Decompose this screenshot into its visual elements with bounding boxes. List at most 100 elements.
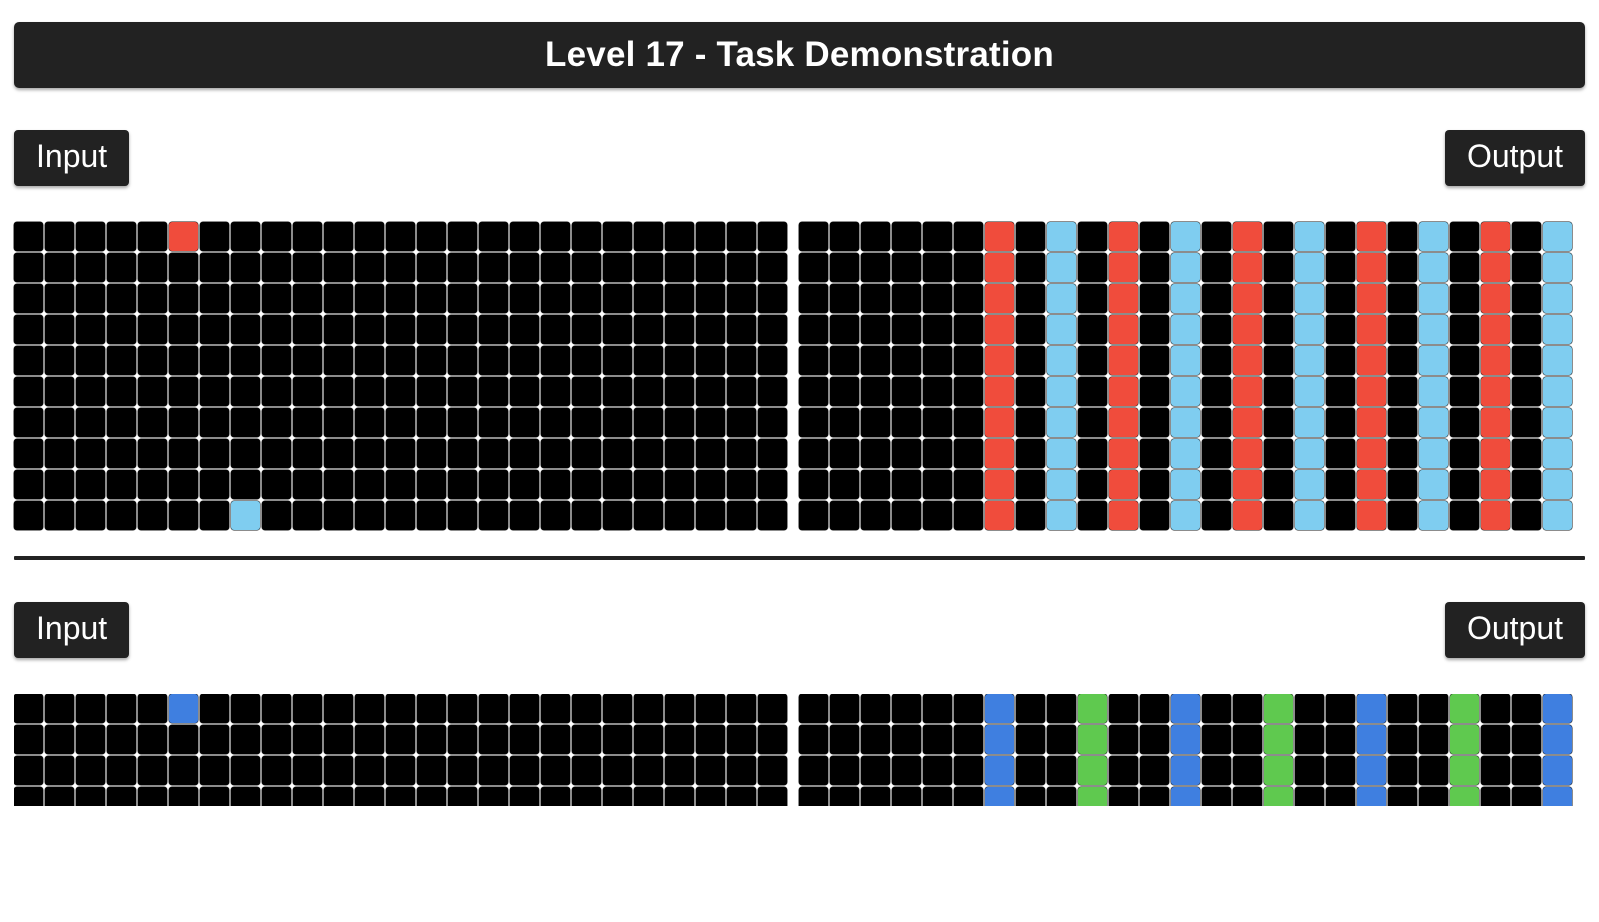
input-grid-1-cell[interactable]: [541, 222, 570, 251]
output-grid-2-cell[interactable]: [1450, 694, 1479, 723]
input-grid-1-cell[interactable]: [355, 222, 384, 251]
input-grid-1-cell[interactable]: [665, 470, 694, 499]
input-grid-1-cell[interactable]: [417, 470, 446, 499]
output-grid-1-cell[interactable]: [892, 346, 921, 375]
input-grid-1-cell[interactable]: [510, 253, 539, 282]
input-grid-1-cell[interactable]: [324, 284, 353, 313]
input-grid-1-cell[interactable]: [169, 222, 198, 251]
output-grid-1-cell[interactable]: [892, 408, 921, 437]
input-grid-1-cell[interactable]: [107, 315, 136, 344]
output-grid-2-cell[interactable]: [1326, 756, 1355, 785]
output-grid-1-cell[interactable]: [1326, 408, 1355, 437]
input-grid-1-cell[interactable]: [231, 501, 260, 530]
output-grid-2-cell[interactable]: [892, 756, 921, 785]
input-grid-1-cell[interactable]: [417, 253, 446, 282]
output-grid-2-cell[interactable]: [1140, 787, 1169, 806]
input-grid-2-cell[interactable]: [386, 694, 415, 723]
input-grid-2-cell[interactable]: [479, 694, 508, 723]
output-grid-1-cell[interactable]: [1233, 346, 1262, 375]
output-grid-1-cell[interactable]: [1357, 253, 1386, 282]
input-grid-1-cell[interactable]: [541, 284, 570, 313]
input-grid-1-cell[interactable]: [386, 222, 415, 251]
input-grid-1-cell[interactable]: [324, 315, 353, 344]
output-grid-1-cell[interactable]: [1326, 315, 1355, 344]
input-grid-1-cell[interactable]: [138, 315, 167, 344]
input-grid-2-cell[interactable]: [293, 694, 322, 723]
output-grid-2-cell[interactable]: [1109, 694, 1138, 723]
input-grid-2-cell[interactable]: [727, 787, 756, 806]
input-grid-1-cell[interactable]: [696, 470, 725, 499]
input-grid-1-cell[interactable]: [45, 408, 74, 437]
input-grid-1-cell[interactable]: [603, 315, 632, 344]
output-grid-2-cell[interactable]: [1357, 694, 1386, 723]
input-grid-2-cell[interactable]: [510, 787, 539, 806]
input-grid-1-cell[interactable]: [541, 439, 570, 468]
output-grid-1-cell[interactable]: [861, 284, 890, 313]
output-grid-1-cell[interactable]: [1543, 253, 1572, 282]
input-grid-1-cell[interactable]: [479, 315, 508, 344]
output-grid-1-cell[interactable]: [1450, 222, 1479, 251]
input-grid-1-cell[interactable]: [107, 222, 136, 251]
input-grid-1-cell[interactable]: [417, 408, 446, 437]
input-grid-2-cell[interactable]: [758, 694, 787, 723]
output-grid-1-cell[interactable]: [1357, 315, 1386, 344]
input-grid-1-cell[interactable]: [14, 470, 43, 499]
output-grid-1-cell[interactable]: [799, 222, 828, 251]
input-grid-1-cell[interactable]: [572, 315, 601, 344]
output-grid-2-cell[interactable]: [985, 694, 1014, 723]
input-grid-1-cell[interactable]: [262, 408, 291, 437]
input-grid-1-cell[interactable]: [479, 253, 508, 282]
output-grid-1-cell[interactable]: [1047, 284, 1076, 313]
input-grid-1-cell[interactable]: [541, 377, 570, 406]
output-grid-1-cell[interactable]: [1419, 222, 1448, 251]
output-grid-1-cell[interactable]: [1016, 408, 1045, 437]
input-grid-2-cell[interactable]: [634, 725, 663, 754]
output-grid-2-cell[interactable]: [1388, 725, 1417, 754]
input-grid-1-cell[interactable]: [696, 222, 725, 251]
output-grid-1-cell[interactable]: [892, 315, 921, 344]
output-grid-1-cell[interactable]: [985, 222, 1014, 251]
output-grid-1-cell[interactable]: [1295, 470, 1324, 499]
input-grid-2-cell[interactable]: [76, 725, 105, 754]
output-grid-1-cell[interactable]: [1171, 501, 1200, 530]
output-grid-1-cell[interactable]: [1264, 408, 1293, 437]
input-grid-1-cell[interactable]: [76, 377, 105, 406]
output-grid-1-cell[interactable]: [1016, 439, 1045, 468]
output-grid-2-cell[interactable]: [923, 756, 952, 785]
input-grid-1-cell[interactable]: [603, 377, 632, 406]
output-grid-1-cell[interactable]: [1512, 439, 1541, 468]
input-grid-1-cell[interactable]: [665, 315, 694, 344]
output-grid-1-cell[interactable]: [1264, 439, 1293, 468]
input-grid-2-cell[interactable]: [293, 787, 322, 806]
output-grid-1-cell[interactable]: [1543, 346, 1572, 375]
output-grid-1-cell[interactable]: [1140, 253, 1169, 282]
output-grid-2-cell[interactable]: [830, 756, 859, 785]
input-grid-1-cell[interactable]: [448, 470, 477, 499]
output-grid-1-cell[interactable]: [1264, 315, 1293, 344]
input-grid-1-cell[interactable]: [14, 377, 43, 406]
output-grid-2-cell[interactable]: [861, 787, 890, 806]
input-grid-2-cell[interactable]: [386, 756, 415, 785]
output-grid-1-cell[interactable]: [1543, 439, 1572, 468]
input-grid-1-cell[interactable]: [169, 408, 198, 437]
output-grid-2-cell[interactable]: [1047, 756, 1076, 785]
input-grid-1-cell[interactable]: [448, 346, 477, 375]
input-grid-1-cell[interactable]: [448, 222, 477, 251]
output-grid-1-cell[interactable]: [1171, 346, 1200, 375]
output-grid-2-cell[interactable]: [1512, 787, 1541, 806]
output-grid-1-cell[interactable]: [1264, 253, 1293, 282]
input-grid-1-cell[interactable]: [634, 408, 663, 437]
input-grid-1-cell[interactable]: [634, 439, 663, 468]
input-grid-1-cell[interactable]: [572, 470, 601, 499]
input-grid-1-cell[interactable]: [603, 253, 632, 282]
input-grid-1-cell[interactable]: [448, 408, 477, 437]
input-grid-2-cell[interactable]: [231, 725, 260, 754]
input-grid-2[interactable]: [14, 694, 787, 806]
output-grid-2-cell[interactable]: [799, 787, 828, 806]
input-grid-2-cell[interactable]: [541, 725, 570, 754]
output-grid-1-cell[interactable]: [1388, 346, 1417, 375]
output-grid-2-cell[interactable]: [1264, 756, 1293, 785]
output-grid-1-cell[interactable]: [1357, 284, 1386, 313]
input-grid-2-cell[interactable]: [386, 725, 415, 754]
input-grid-1-cell[interactable]: [107, 501, 136, 530]
